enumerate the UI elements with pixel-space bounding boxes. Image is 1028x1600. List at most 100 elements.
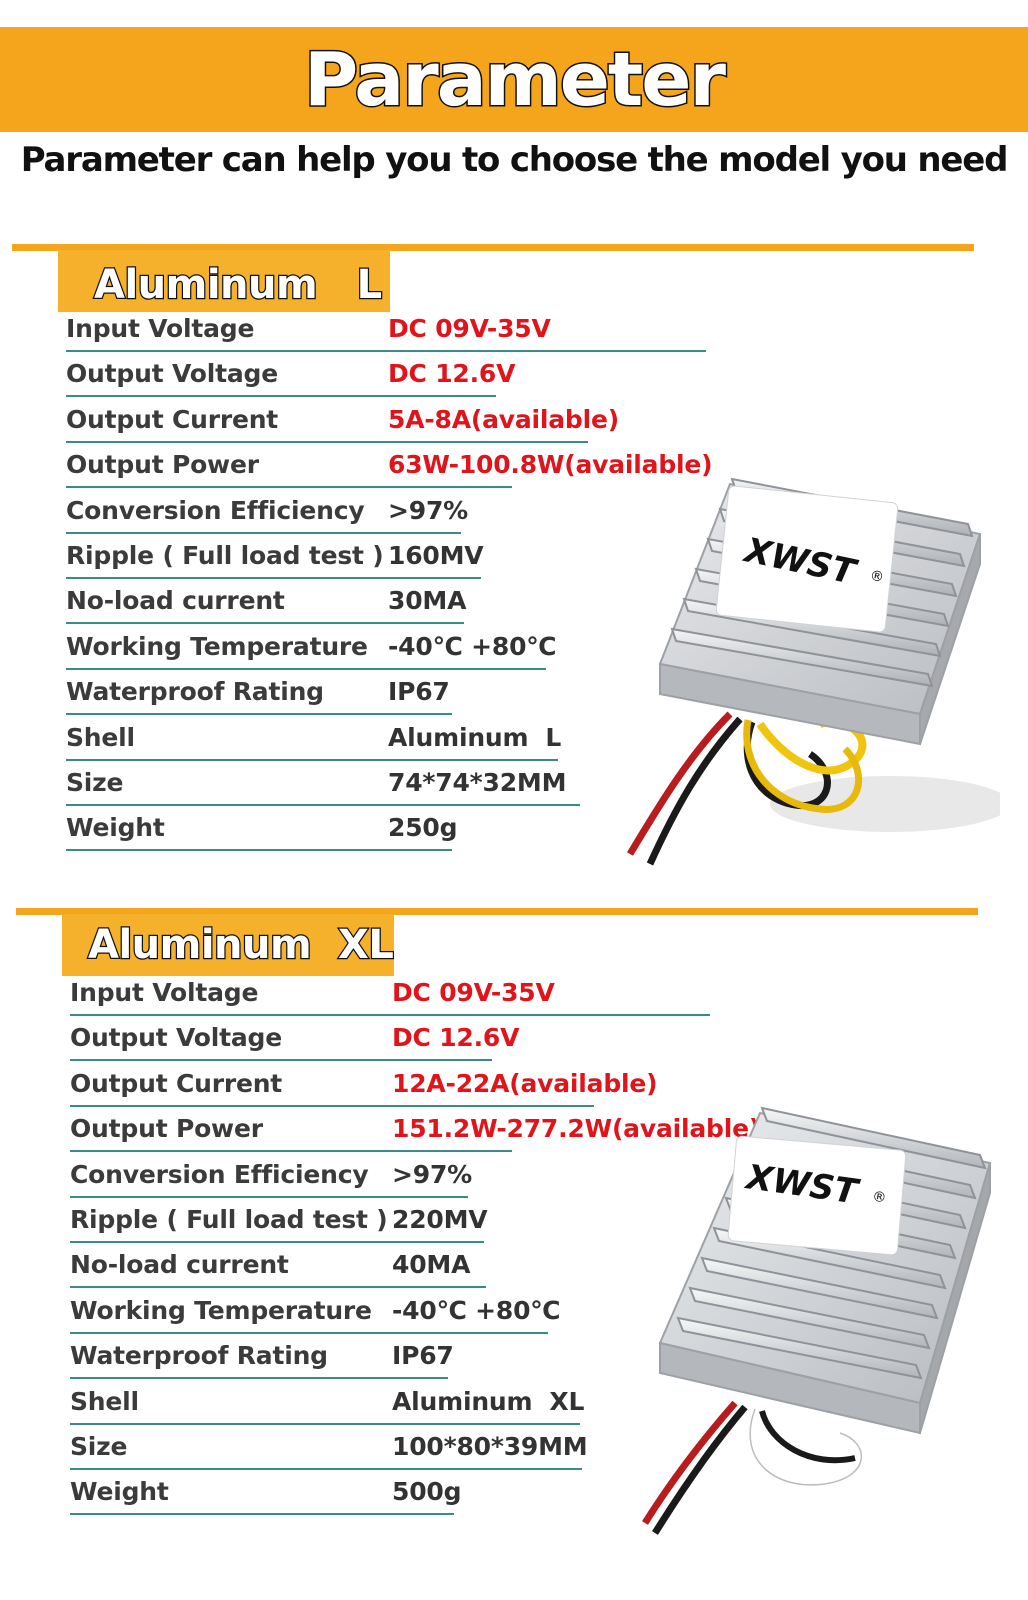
- row-underline: [66, 440, 588, 443]
- spec-value: 151.2W-277.2W(available): [392, 1114, 761, 1144]
- row-underline: [70, 1468, 582, 1470]
- converter-image-xl: XWST ®: [642, 1106, 992, 1535]
- spec-label: Output Voltage: [66, 359, 278, 389]
- spec-row: Output Power 151.2W-277.2W(available): [70, 1114, 770, 1160]
- spec-row: Waterproof Rating IP67: [66, 677, 766, 723]
- row-underline: [66, 577, 481, 579]
- spec-label: Output Current: [70, 1068, 283, 1098]
- row-underline: [70, 1059, 492, 1062]
- row-underline: [70, 1513, 454, 1516]
- row-underline: [66, 758, 558, 761]
- section-title: Aluminum XL: [87, 921, 395, 970]
- section-tab: Aluminum XL: [62, 914, 395, 976]
- spec-row: Ripple ( Full load test )220MV: [70, 1205, 770, 1251]
- spec-value: 100*80*39MM: [392, 1432, 588, 1461]
- spec-label: Weight: [70, 1477, 169, 1507]
- spec-label: Ripple ( Full load test ): [66, 541, 384, 570]
- spec-row: Working Temperature -40℃ +80℃: [66, 632, 766, 678]
- spec-value: 40MA: [392, 1250, 471, 1280]
- row-underline: [66, 531, 461, 534]
- spec-row: Output Power 63W-100.8W(available): [66, 450, 766, 496]
- page-subtitle: Parameter can help you to choose the mod…: [20, 140, 1009, 180]
- spec-section-l: Aluminum L Input Voltage DC 09V-35V Output…: [0, 244, 1028, 866]
- spec-row: Waterproof Rating IP67: [70, 1341, 770, 1387]
- spec-value: DC 09V-35V: [388, 314, 551, 343]
- spec-value: >97%: [392, 1159, 472, 1189]
- spec-row: Output Voltage DC 12.6V: [70, 1023, 770, 1069]
- row-underline: [66, 849, 452, 852]
- row-underline: [66, 395, 496, 398]
- spec-label: Waterproof Rating: [70, 1341, 328, 1371]
- spec-value: IP67: [392, 1341, 454, 1371]
- spec-label: Size: [70, 1432, 128, 1461]
- row-underline: [70, 1377, 448, 1380]
- spec-row: Shell Aluminum XL: [70, 1387, 770, 1433]
- row-underline: [66, 804, 580, 806]
- spec-value: 74*74*32MM: [388, 768, 567, 797]
- spec-row: Output Current 5A-8A(available): [66, 405, 766, 451]
- header-banner: Parameter: [0, 27, 1028, 132]
- spec-value: 5A-8A(available): [388, 404, 619, 434]
- row-underline: [70, 1104, 594, 1107]
- converter-image-l: XWST ®: [626, 477, 1000, 866]
- spec-label: Input Voltage: [70, 978, 259, 1007]
- row-underline: [70, 1422, 580, 1425]
- spec-label: Conversion Efficiency: [70, 1159, 369, 1189]
- spec-value: 160MV: [388, 541, 484, 570]
- spec-label: Output Current: [66, 404, 279, 434]
- spec-row: Size 74*74*32MM: [66, 768, 766, 814]
- row-underline: [66, 667, 546, 670]
- row-underline: [70, 1014, 710, 1016]
- spec-label: Output Power: [70, 1114, 263, 1144]
- row-underline: [70, 1286, 486, 1289]
- spec-label: No-load current: [66, 586, 285, 616]
- section-title: Aluminum L: [93, 261, 384, 310]
- spec-label: Size: [66, 768, 124, 797]
- spec-row: Size 100*80*39MM: [70, 1432, 770, 1478]
- spec-row: Output Voltage DC 12.6V: [66, 359, 766, 405]
- row-underline: [66, 622, 464, 625]
- spec-value: DC 12.6V: [392, 1023, 520, 1053]
- spec-row: No-load current 30MA: [66, 586, 766, 632]
- row-underline: [70, 1150, 512, 1153]
- spec-label: Input Voltage: [66, 314, 255, 343]
- spec-label: Waterproof Rating: [66, 677, 324, 707]
- section-tab: Aluminum L: [58, 250, 390, 312]
- spec-row: No-load current 40MA: [70, 1250, 770, 1296]
- spec-label: Ripple ( Full load test ): [70, 1205, 388, 1234]
- spec-value: -40℃ +80℃: [388, 631, 557, 661]
- spec-value: 30MA: [388, 586, 467, 616]
- spec-value: DC 12.6V: [388, 359, 516, 389]
- spec-row: Ripple ( Full load test )160MV: [66, 541, 766, 587]
- row-underline: [66, 486, 512, 489]
- spec-label: No-load current: [70, 1250, 289, 1280]
- spec-label: Shell: [66, 722, 135, 752]
- spec-value: 500g: [392, 1477, 462, 1507]
- section-rule: [16, 908, 978, 915]
- spec-value: Aluminum XL: [392, 1386, 585, 1416]
- spec-label: Working Temperature: [66, 631, 368, 661]
- spec-row: Working Temperature-40℃ +80℃: [70, 1296, 770, 1342]
- row-underline: [66, 350, 706, 352]
- spec-label: Output Voltage: [70, 1023, 282, 1053]
- spec-value: IP67: [388, 677, 450, 707]
- row-underline: [70, 1195, 468, 1198]
- spec-row: Shell Aluminum L: [66, 723, 766, 769]
- spec-row: Output Current 12A-22A(available): [70, 1069, 770, 1115]
- spec-value: >97%: [388, 495, 468, 525]
- spec-row: Weight 500g: [70, 1477, 770, 1523]
- spec-value: Aluminum L: [388, 722, 562, 752]
- spec-label: Output Power: [66, 450, 259, 480]
- spec-value: 12A-22A(available): [392, 1068, 658, 1098]
- spec-value: 220MV: [392, 1205, 488, 1234]
- spec-value: 63W-100.8W(available): [388, 450, 713, 480]
- row-underline: [70, 1331, 548, 1334]
- spec-label: Shell: [70, 1386, 139, 1416]
- spec-label: Weight: [66, 813, 165, 843]
- row-underline: [66, 713, 452, 716]
- row-underline: [70, 1241, 484, 1243]
- spec-row: Conversion Efficiency >97%: [70, 1160, 770, 1206]
